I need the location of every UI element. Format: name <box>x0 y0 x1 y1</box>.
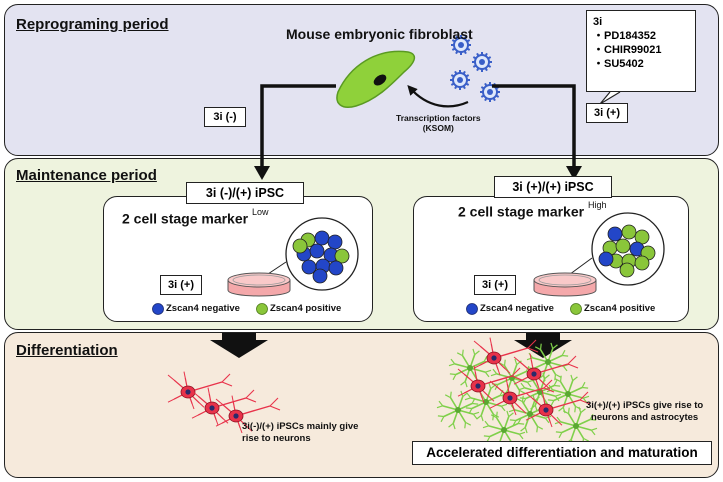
neuron-icon <box>167 371 233 410</box>
inhibitor-item-3: ・SU5402 <box>593 58 644 70</box>
left-down-arrow <box>210 333 268 358</box>
virus-icon <box>451 35 471 55</box>
left-outcome-line2: rise to neurons <box>242 433 311 444</box>
zscan4-negative-cell <box>607 226 623 242</box>
left-marker-level: Low <box>251 207 269 217</box>
tf-line2: (KSOM) <box>422 123 454 133</box>
inhibitor-title: 3i <box>593 16 603 28</box>
zscan4-negative-cell <box>309 243 325 259</box>
branch-right-label: 3i (+) <box>586 103 628 123</box>
tf-line1: Transcription factors <box>396 113 481 123</box>
right-branch-arrowhead <box>566 166 582 180</box>
astrocyte-icon <box>448 348 492 388</box>
reprogramming-title: Reprograming period <box>16 16 169 33</box>
neuron-icon <box>457 365 523 404</box>
left-branch-line <box>260 84 336 168</box>
virus-icon <box>480 82 500 102</box>
astrocyte-icon <box>554 406 598 446</box>
zscan4-negative-cell <box>314 230 330 246</box>
maintenance-title: Maintenance period <box>16 167 157 184</box>
left-colony-magnifier <box>285 217 359 291</box>
neuron-icon <box>489 377 555 416</box>
right-marker-label: 2 cell stage marker High <box>458 200 607 220</box>
right-outcome-line2: neurons and astrocytes <box>591 412 699 423</box>
right-marker-text: 2 cell stage marker <box>458 203 585 220</box>
inhibitor-item-2: ・CHIR99021 <box>593 44 662 56</box>
right-outcome-text: 3i(+)/(+) iPSCs give rise to neurons and… <box>586 400 703 424</box>
differentiation-title: Differentiation <box>16 342 118 359</box>
right-positive-legend: Zscan4 positive <box>584 303 656 314</box>
zscan4-positive-cell <box>619 262 635 278</box>
left-ipsc-header: 3i (-)/(+) iPSC <box>186 182 304 204</box>
zscan4-positive-cell <box>621 224 637 240</box>
left-positive-legend-dot <box>256 303 268 315</box>
virus-icon <box>472 52 492 72</box>
left-marker-label: 2 cell stage marker Low <box>122 207 269 227</box>
right-ipsc-header: 3i (+)/(+) iPSC <box>494 176 612 198</box>
right-negative-legend: Zscan4 negative <box>480 303 554 314</box>
zscan4-negative-cell <box>312 268 328 284</box>
transduction-arrow <box>407 85 469 108</box>
inhibitor-callout: 3i ・PD184352 ・CHIR99021 ・SU5402 <box>586 10 696 92</box>
transcription-factor-virus-icons <box>450 35 500 102</box>
transcription-factors-label: Transcription factors (KSOM) <box>396 113 481 133</box>
astrocyte-icon <box>526 342 570 382</box>
left-negative-legend: Zscan4 negative <box>166 303 240 314</box>
inhibitor-item-1: ・PD184352 <box>593 30 656 42</box>
zscan4-positive-cell <box>615 238 631 254</box>
left-branch-arrowhead <box>254 166 270 180</box>
left-positive-legend: Zscan4 positive <box>270 303 342 314</box>
astrocyte-icon <box>546 374 590 414</box>
neuron-icon <box>513 353 579 392</box>
fibroblast-icon <box>336 50 416 108</box>
zscan4-positive-cell <box>634 255 650 271</box>
right-outcome-line1: 3i(+)/(+) iPSCs give rise to <box>586 400 704 411</box>
left-negative-legend-dot <box>152 303 164 315</box>
left-culture-label: 3i (+) <box>160 275 202 295</box>
left-outcome-line1: 3i(-)/(+) iPSCs mainly give <box>242 421 359 432</box>
right-colony-magnifier <box>591 212 665 286</box>
virus-icon <box>450 70 470 90</box>
zscan4-negative-cell <box>328 260 344 276</box>
neuron-icon <box>191 387 257 426</box>
right-marker-level: High <box>587 200 607 210</box>
right-positive-legend-dot <box>570 303 582 315</box>
zscan4-positive-cell <box>334 248 350 264</box>
right-petri-dish-icon <box>533 272 597 297</box>
zscan4-negative-cell <box>598 251 614 267</box>
cell-label: Mouse embryonic fibroblast <box>286 26 473 42</box>
left-outcome-text: 3i(-)/(+) iPSCs mainly give rise to neur… <box>242 421 358 445</box>
neuron-icons <box>167 337 591 434</box>
neuron-icon <box>473 337 539 376</box>
neuron-icon <box>215 395 281 434</box>
zscan4-negative-cell <box>327 234 343 250</box>
right-down-arrow <box>514 333 572 358</box>
neuron-icon <box>525 389 591 428</box>
branch-left-label: 3i (-) <box>204 107 246 127</box>
right-culture-label: 3i (+) <box>474 275 516 295</box>
zscan4-positive-cell <box>292 238 308 254</box>
accelerated-label: Accelerated differentiation and maturati… <box>412 441 712 465</box>
left-marker-text: 2 cell stage marker <box>122 210 249 227</box>
left-petri-dish-icon <box>227 272 291 297</box>
astrocyte-icon <box>436 390 480 430</box>
right-negative-legend-dot <box>466 303 478 315</box>
right-branch-line <box>492 84 576 168</box>
